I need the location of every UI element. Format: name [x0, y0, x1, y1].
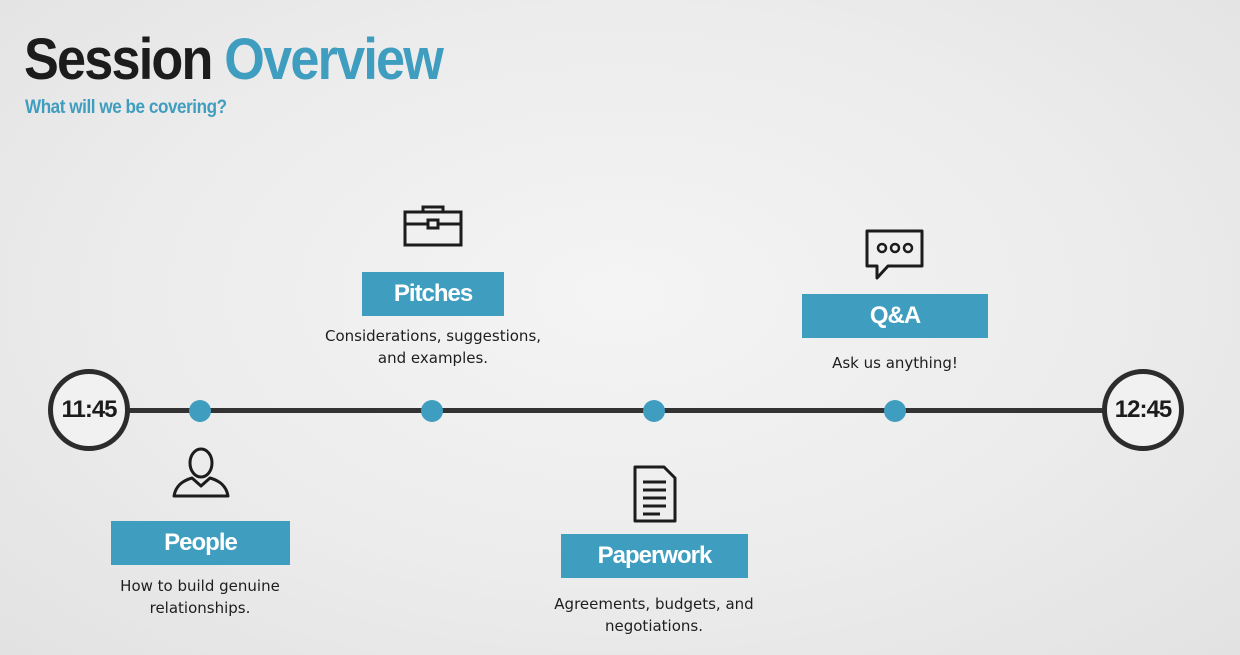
- topic-desc-paperwork-line2: negotiations.: [605, 617, 703, 635]
- page-subtitle: What will we be covering?: [25, 97, 227, 118]
- page-title: Session Overview: [24, 26, 444, 94]
- topic-desc-pitches-line2: and examples.: [377, 349, 489, 367]
- person-icon: [171, 446, 231, 498]
- topic-desc-qa: Ask us anything!: [775, 352, 1015, 374]
- topic-desc-pitches: Considerations, suggestions, and example…: [303, 325, 563, 369]
- document-icon: [632, 464, 678, 524]
- chat-bubble-icon: [864, 228, 926, 282]
- topic-label-pitches: Pitches: [362, 272, 504, 316]
- timeline-line: [92, 408, 1148, 413]
- topic-desc-people-line1: How to build genuine: [120, 577, 280, 595]
- timeline-dot-paperwork: [643, 400, 665, 422]
- start-time-circle: 11:45: [48, 369, 130, 451]
- topic-label-qa: Q&A: [802, 294, 988, 338]
- topic-desc-paperwork: Agreements, budgets, and negotiations.: [524, 593, 784, 637]
- title-part-1: Session: [24, 27, 213, 92]
- end-time-circle: 12:45: [1102, 369, 1184, 451]
- title-part-2: Overview: [224, 27, 444, 92]
- topic-label-people: People: [111, 521, 290, 565]
- topic-label-paperwork: Paperwork: [561, 534, 748, 578]
- timeline-dot-pitches: [421, 400, 443, 422]
- topic-desc-pitches-line1: Considerations, suggestions,: [324, 327, 542, 345]
- timeline-dot-people: [189, 400, 211, 422]
- briefcase-icon: [402, 204, 464, 248]
- topic-desc-paperwork-line1: Agreements, budgets, and: [554, 595, 754, 613]
- topic-desc-qa-line1: Ask us anything!: [832, 354, 958, 372]
- topic-desc-people: How to build genuine relationships.: [90, 575, 310, 619]
- topic-desc-people-line2: relationships.: [149, 599, 251, 617]
- timeline-dot-qa: [884, 400, 906, 422]
